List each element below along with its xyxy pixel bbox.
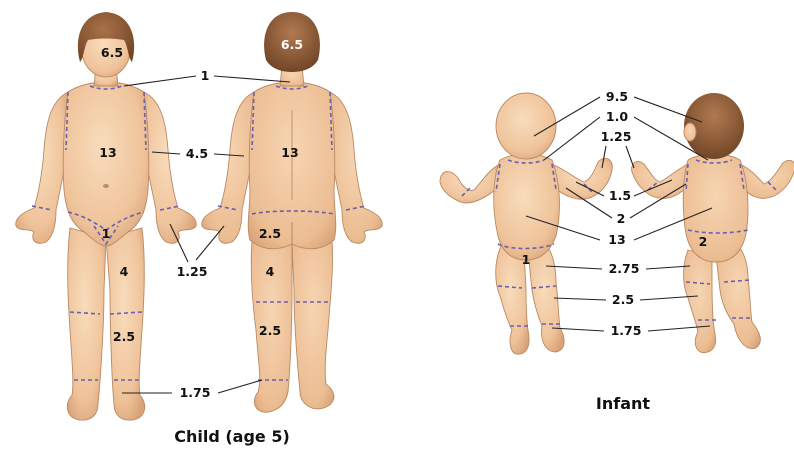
leader-infant-hand-back — [626, 146, 634, 168]
infant-genitalia-label: 1 — [522, 252, 531, 267]
child-front-genitalia-label: 1 — [102, 226, 111, 241]
infant-hand-callout: 1.25 — [601, 129, 632, 144]
infant-back-torso — [683, 154, 748, 262]
leader-neck-back — [214, 76, 290, 82]
child-front-torso-label: 13 — [99, 145, 116, 160]
infant-back-right-arm — [740, 160, 794, 198]
infant-neck-callout: 1.0 — [606, 109, 628, 124]
child-front-thigh-label: 4 — [120, 264, 129, 279]
child-front-left-arm — [16, 92, 68, 243]
child-front-left-leg — [67, 228, 106, 420]
infant-foot-callout: 1.75 — [611, 323, 642, 338]
leader-neck-front — [124, 76, 196, 86]
child-back-right-arm — [330, 92, 382, 243]
infant-thigh-callout: 2.75 — [609, 261, 640, 276]
infant-head-callout: 9.5 — [606, 89, 628, 104]
infant-caption: Infant — [596, 394, 650, 413]
infant-front-head — [496, 93, 556, 159]
child-front-figure — [16, 12, 197, 420]
child-hand-callout: 1.25 — [177, 264, 208, 279]
child-front-right-leg — [106, 228, 145, 420]
child-neck-callout: 1 — [201, 68, 210, 83]
child-front-navel — [103, 184, 109, 188]
infant-forearm-callout: 1.5 — [609, 188, 631, 203]
child-back-buttock-label: 2.5 — [259, 226, 281, 241]
child-back-figure — [202, 12, 383, 412]
child-front-head-label: 6.5 — [101, 45, 123, 60]
child-front-right-arm — [144, 92, 196, 243]
leader-foot-back — [218, 380, 262, 393]
infant-trunk-callout: 13 — [608, 232, 625, 247]
infant-front-torso — [494, 154, 560, 260]
infant-back-left-leg — [684, 250, 716, 353]
child-front-torso — [63, 82, 149, 246]
child-back-left-arm — [202, 92, 254, 243]
child-caption: Child (age 5) — [174, 427, 290, 446]
child-back-right-leg — [292, 240, 334, 409]
leader-hand-back — [196, 226, 224, 260]
infant-front-figure — [440, 93, 612, 354]
infant-front-right-arm — [552, 158, 612, 199]
child-back-thigh-label: 4 — [266, 264, 275, 279]
child-back-back-label: 13 — [281, 145, 298, 160]
child-foot-callout: 1.75 — [180, 385, 211, 400]
infant-upperarm-callout: 2 — [617, 211, 626, 226]
infant-buttock-label: 2 — [699, 234, 708, 249]
child-back-lowerleg-label: 2.5 — [259, 323, 281, 338]
child-front-lowerleg-label: 2.5 — [113, 329, 135, 344]
infant-back-figure — [632, 93, 794, 353]
infant-front-left-arm — [440, 164, 500, 203]
infant-lowerleg-callout: 2.5 — [612, 292, 634, 307]
child-upperarm-callout: 4.5 — [186, 146, 208, 161]
infant-back-ear — [684, 123, 696, 141]
leader-infant-lowerleg-front — [554, 298, 606, 300]
child-back-head-label: 6.5 — [281, 37, 303, 52]
